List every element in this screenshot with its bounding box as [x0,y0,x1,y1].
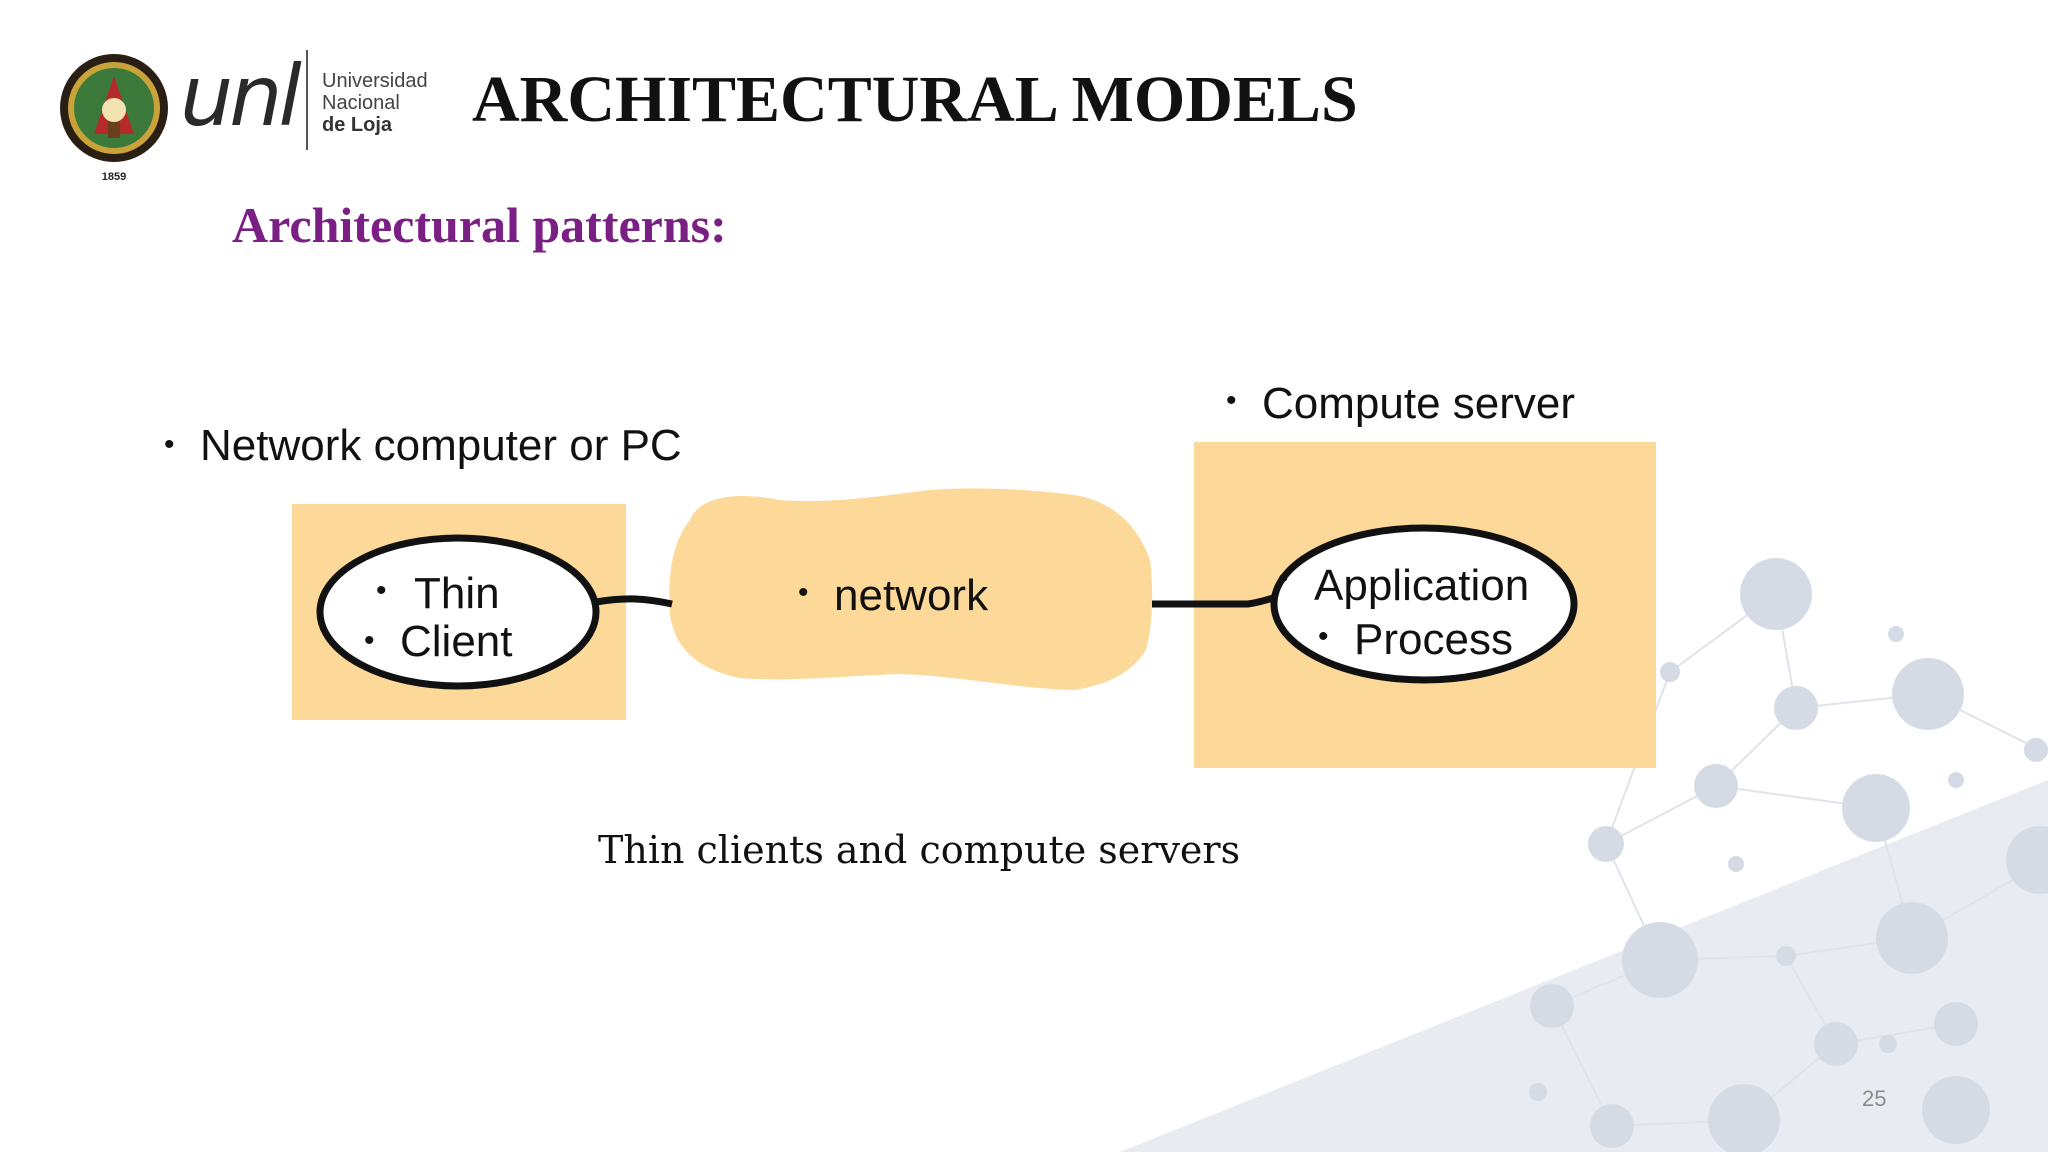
slide-title: ARCHITECTURAL MODELS [472,63,1358,136]
bullet-dot: • [1226,384,1237,417]
client-box-label: Network computer or PC [200,421,682,470]
seal-year: 1859 [102,171,126,183]
server-box-label: Compute server [1262,379,1576,428]
server-ellipse-line1: Application [1314,561,1530,610]
unl-line1: Universidad [322,70,428,92]
bullet-dot: • [164,428,175,461]
client-ellipse-line1: Thin [414,569,500,618]
network-label: network [834,571,989,620]
university-seal-logo: 1859 [60,54,168,183]
slide-subtitle: Architectural patterns: [232,197,727,253]
unl-logo: unl Universidad Nacional de Loja [180,46,430,156]
diagram-caption: Thin clients and compute servers [598,828,1241,872]
bullet-dot: • [376,574,387,607]
thin-client-ellipse [316,534,600,690]
application-process-ellipse [1270,524,1578,684]
unl-line2: Nacional [322,92,400,114]
bullet-dot: • [364,624,375,657]
bullet-dot: • [1318,620,1329,653]
network-cloud [669,488,1153,690]
server-ellipse-line2: Process [1354,615,1513,664]
bullet-dot: • [1278,562,1289,595]
unl-name: Universidad Nacional de Loja [322,70,428,136]
bullet-dot: • [798,576,809,609]
client-link-line [595,595,673,608]
logo-divider [306,50,308,150]
unl-line3: de Loja [322,114,393,136]
unl-mark: unl [180,47,302,145]
page-number: 25 [1862,1086,1887,1111]
client-ellipse-line2: Client [400,617,513,666]
